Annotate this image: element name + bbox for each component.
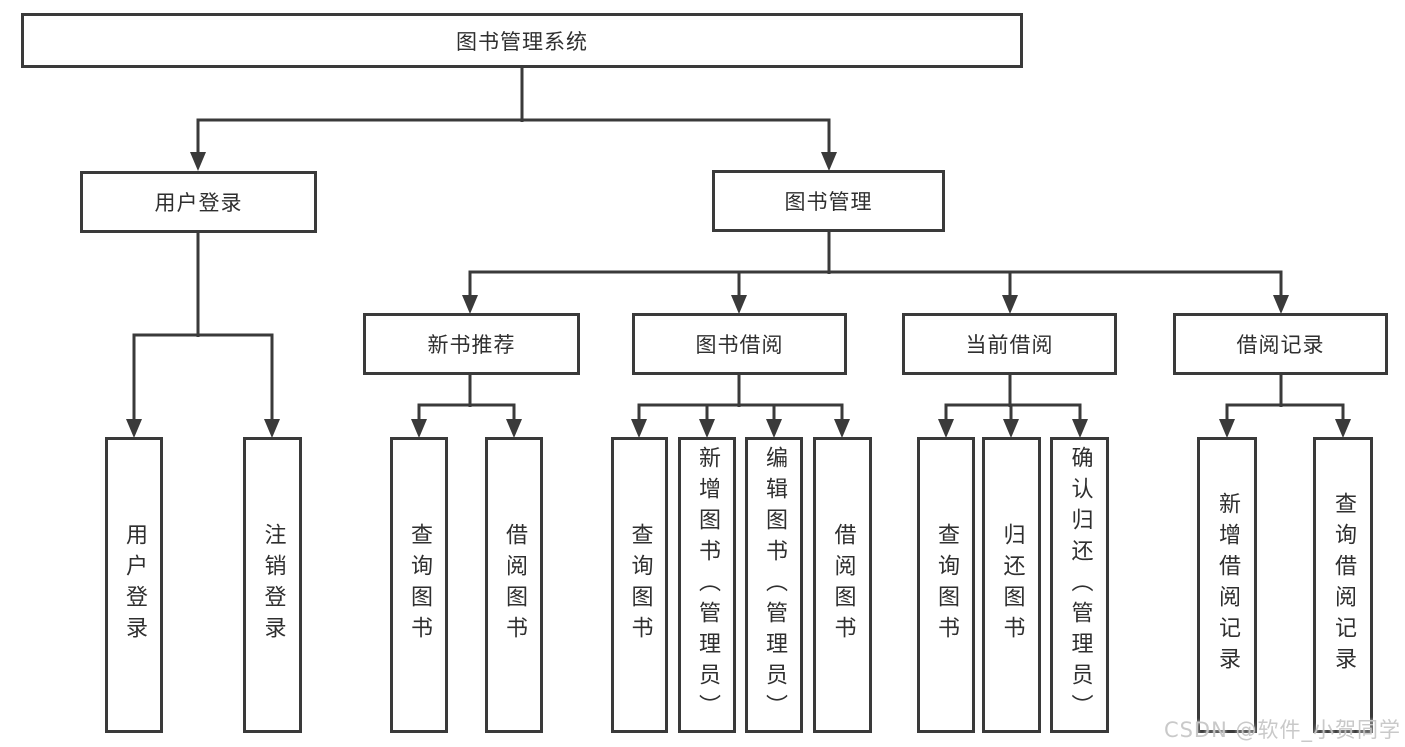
node-root-library-system: 图书管理系统 xyxy=(21,13,1023,68)
leaf-label: 借阅图书 xyxy=(502,523,527,647)
leaf-label: 归还图书 xyxy=(999,523,1025,647)
leaf-label: 编辑图书（管理员） xyxy=(762,445,787,725)
leaf-edit-books-admin: 编辑图书（管理员） xyxy=(745,437,803,733)
leaf-query-books-recommend: 查询图书 xyxy=(390,437,448,733)
leaf-query-borrow-record: 查询借阅记录 xyxy=(1313,437,1373,733)
node-new-book-recommend: 新书推荐 xyxy=(363,313,580,375)
edge-bookmgmt-bracket xyxy=(468,270,1283,299)
leaf-borrow-books-recommend: 借阅图书 xyxy=(485,437,543,733)
edge-current-bracket xyxy=(944,403,1082,423)
leaf-confirm-return-admin: 确认归还（管理员） xyxy=(1050,437,1109,733)
leaf-label: 查询图书 xyxy=(407,523,432,647)
leaf-add-books-admin: 新增图书（管理员） xyxy=(678,437,736,733)
edge-userlogin-bracket xyxy=(132,333,274,423)
leaf-label: 查询借阅记录 xyxy=(1331,492,1356,678)
leaf-add-borrow-record: 新增借阅记录 xyxy=(1197,437,1257,733)
node-current-borrow: 当前借阅 xyxy=(902,313,1117,375)
node-borrow-records: 借阅记录 xyxy=(1173,313,1388,375)
node-user-login: 用户登录 xyxy=(80,171,317,233)
node-book-borrow: 图书借阅 xyxy=(632,313,847,375)
leaf-label: 查询图书 xyxy=(627,523,653,647)
edge-root-bracket xyxy=(196,118,831,156)
leaf-user-login: 用户登录 xyxy=(105,437,163,733)
leaf-label: 注销登录 xyxy=(260,523,286,647)
edge-records-bracket xyxy=(1225,403,1345,423)
leaf-return-books: 归还图书 xyxy=(982,437,1041,733)
leaf-logout: 注销登录 xyxy=(243,437,302,733)
leaf-label: 新增借阅记录 xyxy=(1215,492,1240,678)
leaf-borrow-books: 借阅图书 xyxy=(813,437,872,733)
leaf-label: 新增图书（管理员） xyxy=(695,445,720,725)
leaf-query-books-current: 查询图书 xyxy=(917,437,975,733)
leaf-label: 用户登录 xyxy=(122,523,147,647)
edge-borrow-bracket xyxy=(637,403,844,423)
leaf-label: 借阅图书 xyxy=(830,523,856,647)
node-book-management: 图书管理 xyxy=(712,170,945,232)
leaf-label: 查询图书 xyxy=(934,523,959,647)
csdn-watermark: CSDN @软件_小贺同学 xyxy=(1163,718,1401,742)
leaf-query-books-borrow: 查询图书 xyxy=(611,437,668,733)
edge-newbooks-bracket xyxy=(417,403,516,423)
arrowheads xyxy=(126,152,1351,438)
leaf-label: 确认归还（管理员） xyxy=(1067,445,1093,725)
